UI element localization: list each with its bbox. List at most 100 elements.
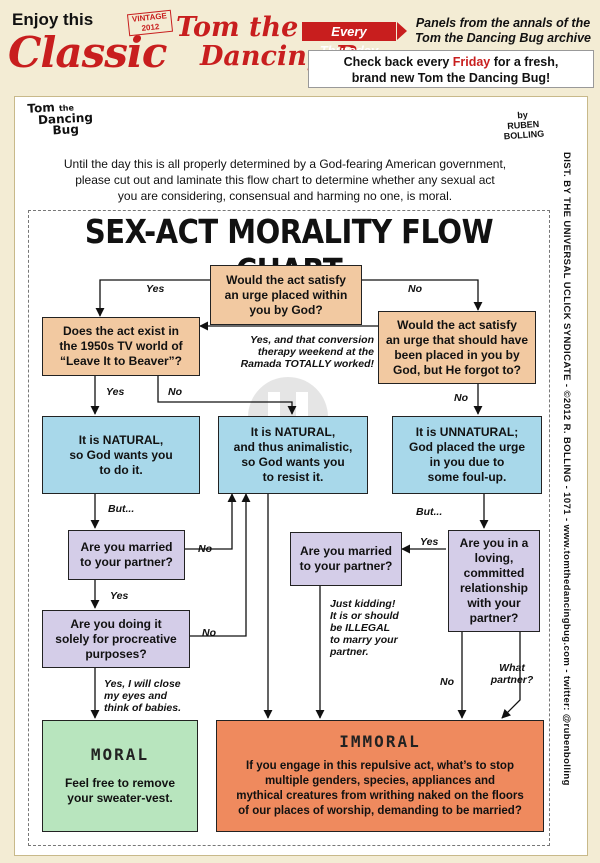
label-no-forgot: No <box>454 392 468 404</box>
box-line: with your <box>467 596 521 610</box>
label-but-natural: But... <box>108 503 135 515</box>
box-line: you by God? <box>249 302 323 317</box>
box-line: Would the act satisfy <box>226 272 346 287</box>
label-conversion-therapy: Yes, and that conversion therapy weekend… <box>232 334 374 370</box>
label-line: be ILLEGAL <box>330 622 391 634</box>
check-friday: Friday <box>452 55 491 69</box>
label-yes-loving: Yes <box>420 536 439 548</box>
box-line: of our places of worship, demanding to b… <box>238 804 522 817</box>
intro-line3: you are considering, consensual and harm… <box>117 189 453 203</box>
label-yes-married: Yes <box>110 590 129 602</box>
box-line: an urge that should have <box>385 332 529 347</box>
label-line: Just kidding! <box>330 598 396 610</box>
label-yes-urge: Yes <box>146 283 165 295</box>
header-enjoy: Enjoy this <box>12 10 94 29</box>
box-line: God placed the urge <box>408 440 525 454</box>
box-line: It is UNNATURAL; <box>415 425 519 439</box>
header-classic-logo: Classic <box>8 28 167 77</box>
box-line: God, but He forgot to? <box>393 362 521 377</box>
intro-text: Until the day this is all properly deter… <box>30 156 540 204</box>
label-close-eyes: Yes, I will close my eyes and think of b… <box>104 678 181 714</box>
box-line: It is NATURAL, <box>78 432 164 447</box>
box-line: purposes? <box>85 646 147 661</box>
check-pre: Check back every <box>343 55 453 69</box>
box-line: solely for procreative <box>55 631 177 646</box>
box-line: Does the act exist in <box>62 324 180 338</box>
label-no-beaver: No <box>168 386 182 398</box>
check-post: for a fresh, <box>490 55 559 69</box>
label-no-loving: No <box>440 676 454 688</box>
check-back-notice: Check back every Friday for a fresh, bra… <box>308 50 594 88</box>
label-no-married: No <box>198 543 212 555</box>
label-line: my eyes and <box>104 690 168 702</box>
intro-line1: Until the day this is all properly deter… <box>63 157 507 171</box>
header-strip-title-line1: Tom the <box>176 12 299 43</box>
label-line: Yes, and that conversion <box>250 334 374 346</box>
badge-arrow-icon <box>397 22 407 40</box>
box-line: partner? <box>469 611 519 625</box>
label-line: therapy weekend at the <box>257 346 374 358</box>
label-line: partner? <box>490 674 534 686</box>
box-line: Are you in a <box>459 536 529 550</box>
archive-note-line2: Tom the Dancing Bug archive <box>415 31 591 45</box>
box-line: mythical creatures from writhing naked o… <box>236 789 524 802</box>
intro-line2: please cut out and laminate this flow ch… <box>75 173 495 187</box>
label-line: Yes, I will close <box>104 678 181 690</box>
label-what-partner: What partner? <box>482 662 542 686</box>
every-thursday-badge: Every Thursday <box>302 22 396 58</box>
box-line: been placed in you by <box>394 347 520 362</box>
result-immoral: IMMORAL If you engage in this repulsive … <box>216 720 544 832</box>
box-line: relationship <box>459 581 528 595</box>
label-yes-beaver: Yes <box>106 386 125 398</box>
box-line: “Leave It to Beaver”? <box>59 354 183 368</box>
box-line: in you due to <box>429 455 505 469</box>
immoral-heading: IMMORAL <box>339 731 421 751</box>
check-line2: brand new Tom the Dancing Bug! <box>351 71 551 85</box>
archive-note-line1: Panels from the annals of the <box>415 16 591 30</box>
label-line: partner. <box>330 646 369 658</box>
box-line: Would the act satisfy <box>397 317 517 332</box>
box-line: the 1950s TV world of <box>59 339 183 353</box>
box-line: Feel free to remove <box>64 775 176 790</box>
label-no-urge: No <box>408 283 422 295</box>
cutout-border <box>28 210 550 846</box>
box-line: to do it. <box>99 462 143 477</box>
box-line: If you engage in this repulsive act, wha… <box>246 759 514 772</box>
box-line: loving, <box>474 551 514 565</box>
label-but-unnatural: But... <box>416 506 443 518</box>
box-line: multiple genders, species, appliances an… <box>264 774 496 787</box>
box-line: and thus animalistic, <box>233 440 353 454</box>
box-line: Are you doing it <box>70 616 162 631</box>
box-line: committed <box>463 566 525 580</box>
label-line: to marry your <box>330 634 398 646</box>
archive-note: Panels from the annals of the Tom the Da… <box>408 16 598 46</box>
result-natural-resist: It is NATURAL,and thus animalistic,so Go… <box>218 416 368 494</box>
box-line: so God wants you <box>69 447 173 462</box>
box-line: to your partner? <box>299 559 393 573</box>
box-line: your sweater-vest. <box>67 790 173 805</box>
label-just-kidding: Just kidding! It is or should be ILLEGAL… <box>330 598 399 658</box>
box-line: to your partner? <box>80 555 173 569</box>
box-line: an urge placed within <box>224 287 348 302</box>
label-line: Ramada TOTALLY worked! <box>240 358 374 370</box>
label-no-procreative: No <box>202 627 216 639</box>
box-line: Are you married <box>299 544 393 558</box>
label-line: It is or should <box>330 610 399 622</box>
box-line: to resist it. <box>262 470 324 484</box>
label-line: think of babies. <box>104 702 182 714</box>
moral-heading: MORAL <box>90 744 150 764</box>
box-line: some foul-up. <box>427 470 507 484</box>
box-line: It is NATURAL, <box>250 425 336 439</box>
label-line: What <box>499 662 525 674</box>
box-line: so God wants you <box>241 455 345 469</box>
